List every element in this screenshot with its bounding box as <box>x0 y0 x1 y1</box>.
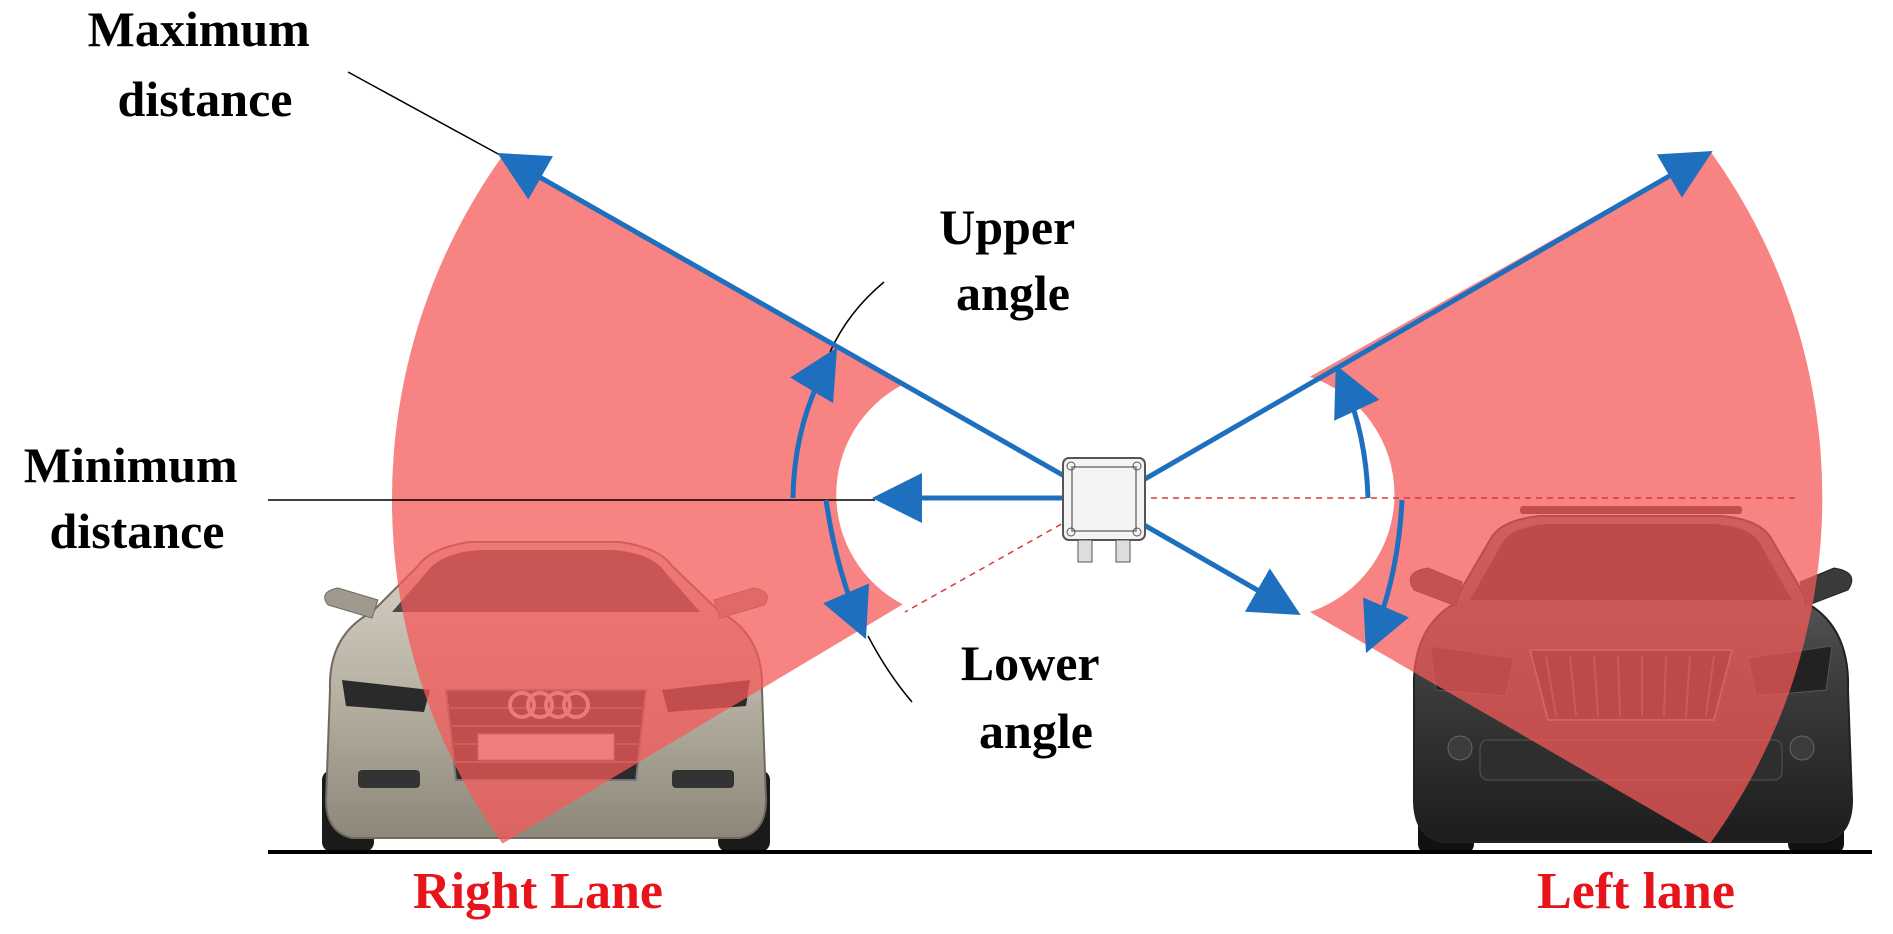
upper-angle-arc-arrow-left <box>1334 364 1380 499</box>
minimum-distance-label-line2: distance <box>50 503 225 559</box>
upper-angle-label-line2: angle <box>956 265 1070 321</box>
maximum-distance-label-line1: Maximum <box>88 1 310 57</box>
lower-angle-label: Lower angle <box>961 635 1111 759</box>
max-distance-arrow-right <box>497 153 1105 501</box>
lower-angle-arc-arrow-left <box>1363 499 1409 654</box>
maximum-distance-label-line2: distance <box>118 71 293 127</box>
maximum-distance-label: Maximum distance <box>88 1 323 127</box>
maximum-distance-leader-line <box>347 71 501 156</box>
right-lane-label: Right Lane <box>413 863 663 920</box>
max-distance-arrow-left <box>1110 150 1713 501</box>
lower-angle-label-line1: Lower <box>961 635 1100 691</box>
lower-bound-dashed <box>904 507 1091 613</box>
radar-sensor-icon <box>1062 457 1146 563</box>
upper-angle-label-line1: Upper <box>939 199 1075 255</box>
lower-arrow-left <box>1116 507 1301 615</box>
minimum-distance-label-line1: Minimum <box>24 437 238 493</box>
upper-angle-arc-arrow-right <box>790 347 838 499</box>
left-lane-coverage-sector <box>1309 151 1823 844</box>
lower-angle-leader-arc <box>867 635 913 703</box>
lower-angle-label-line2: angle <box>979 703 1093 759</box>
lower-angle-arc-arrow-right <box>823 499 870 640</box>
upper-angle-leader-arc <box>829 281 885 353</box>
blue-arrows <box>497 150 1713 654</box>
left-lane-label: Left lane <box>1537 863 1735 920</box>
minimum-distance-label: Minimum distance <box>24 437 250 559</box>
upper-angle-label: Upper angle <box>939 199 1087 321</box>
